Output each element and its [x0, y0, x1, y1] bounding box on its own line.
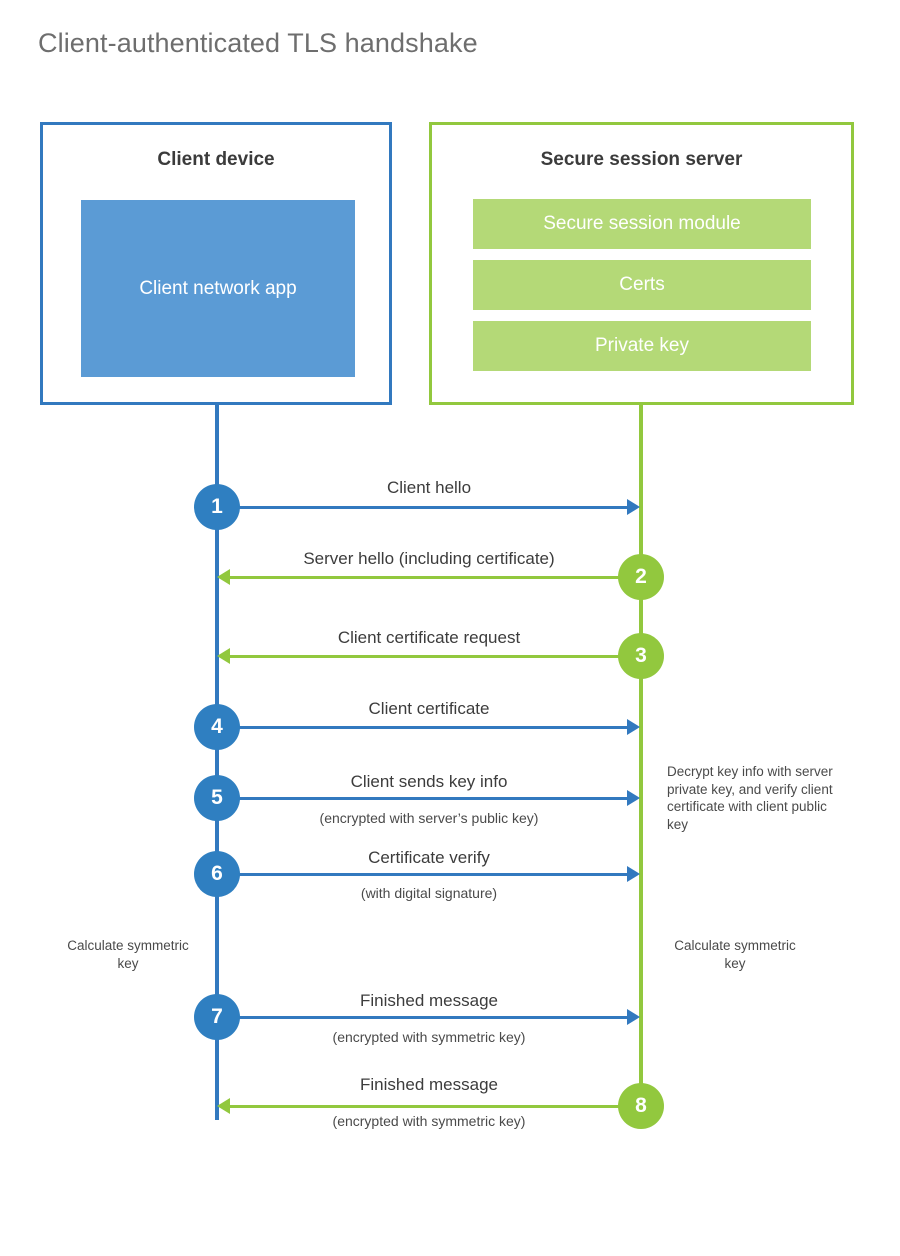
step-8-sublabel: (encrypted with symmetric key)	[332, 1113, 526, 1129]
page-title: Client-authenticated TLS handshake	[38, 28, 478, 58]
server-lifeline	[639, 403, 643, 1110]
step-8-circle: 8	[618, 1083, 664, 1129]
step-3-arrow-line	[229, 655, 641, 658]
server-module-private-key: Private key	[473, 321, 811, 371]
step-1-label: Client hello	[386, 478, 472, 497]
client-device-box: Client device Client network app	[40, 122, 392, 405]
step-2-circle: 2	[618, 554, 664, 600]
step-3-arrowhead-icon	[217, 648, 230, 664]
step-5-arrow-line	[217, 797, 628, 800]
step-6-sublabel: (with digital signature)	[360, 885, 498, 901]
server-module-secure-session: Secure session module	[473, 199, 811, 249]
step-2-arrow-line	[229, 576, 641, 579]
server-calculate-symmetric-key-annotation: Calculate symmetric key	[674, 938, 796, 971]
server-decrypt-annotation: Decrypt key info with server private key…	[667, 764, 833, 832]
step-8-label: Finished message	[360, 1075, 498, 1094]
step-7-label: Finished message	[360, 991, 498, 1010]
client-network-app-block: Client network app	[81, 200, 355, 377]
step-6-arrow-line	[217, 873, 628, 876]
step-4-label: Client certificate	[368, 699, 490, 718]
step-3-label: Client certificate request	[337, 628, 521, 647]
step-6-circle: 6	[194, 851, 240, 897]
step-4-circle: 4	[194, 704, 240, 750]
server-module-list: Secure session module Certs Private key	[473, 199, 811, 371]
step-2-label: Server hello (including certificate)	[303, 549, 555, 568]
step-7-circle: 7	[194, 994, 240, 1040]
step-5-circle: 5	[194, 775, 240, 821]
step-4-arrow-line	[217, 726, 628, 729]
step-7-sublabel: (encrypted with symmetric key)	[332, 1029, 526, 1045]
secure-session-server-box: Secure session server Secure session mod…	[429, 122, 854, 405]
step-8-arrow-line	[229, 1105, 641, 1108]
step-6-label: Certificate verify	[368, 848, 490, 867]
client-calculate-symmetric-key-annotation: Calculate symmetric key	[67, 938, 189, 971]
step-3-circle: 3	[618, 633, 664, 679]
step-8-arrowhead-icon	[217, 1098, 230, 1114]
step-1-arrow-line	[217, 506, 628, 509]
step-1-circle: 1	[194, 484, 240, 530]
step-4-arrowhead-icon	[627, 719, 640, 735]
step-2-arrowhead-icon	[217, 569, 230, 585]
step-5-arrowhead-icon	[627, 790, 640, 806]
step-1-arrowhead-icon	[627, 499, 640, 515]
client-lifeline	[215, 403, 219, 1120]
step-7-arrow-line	[217, 1016, 628, 1019]
step-5-sublabel: (encrypted with server’s public key)	[319, 810, 539, 826]
step-7-arrowhead-icon	[627, 1009, 640, 1025]
server-module-certs: Certs	[473, 260, 811, 310]
secure-session-server-title: Secure session server	[540, 149, 743, 170]
client-device-title: Client device	[157, 149, 275, 170]
step-6-arrowhead-icon	[627, 866, 640, 882]
step-5-label: Client sends key info	[350, 772, 508, 791]
